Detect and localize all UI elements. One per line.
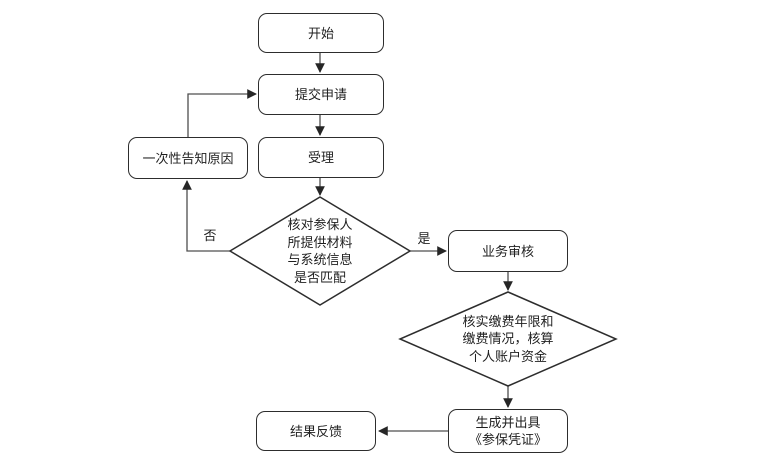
branch-label-no: 否 — [198, 228, 222, 244]
decision-check-match-shape — [228, 196, 412, 306]
decision-verify-payment-shape — [398, 291, 618, 387]
node-result-feedback: 结果反馈 — [256, 411, 376, 451]
edge-notify-to-submit — [187, 89, 257, 137]
node-notify-reason: 一次性告知原因 — [128, 137, 248, 179]
edge-check-match-no-to-notify — [182, 180, 230, 252]
node-business-review: 业务审核 — [448, 230, 568, 272]
node-submit-application: 提交申请 — [258, 74, 384, 115]
branch-label-yes: 是 — [412, 231, 436, 247]
node-issue-certificate: 生成并出具 《参保凭证》 — [448, 409, 568, 453]
decision-check-match-label: 核对参保人 所提供材料 与系统信息 是否匹配 — [287, 217, 353, 285]
decision-verify-payment-label: 核实缴费年限和 缴费情况，核算 个人账户资金 — [462, 313, 554, 364]
node-start: 开始 — [258, 13, 384, 53]
node-accept: 受理 — [258, 137, 384, 178]
